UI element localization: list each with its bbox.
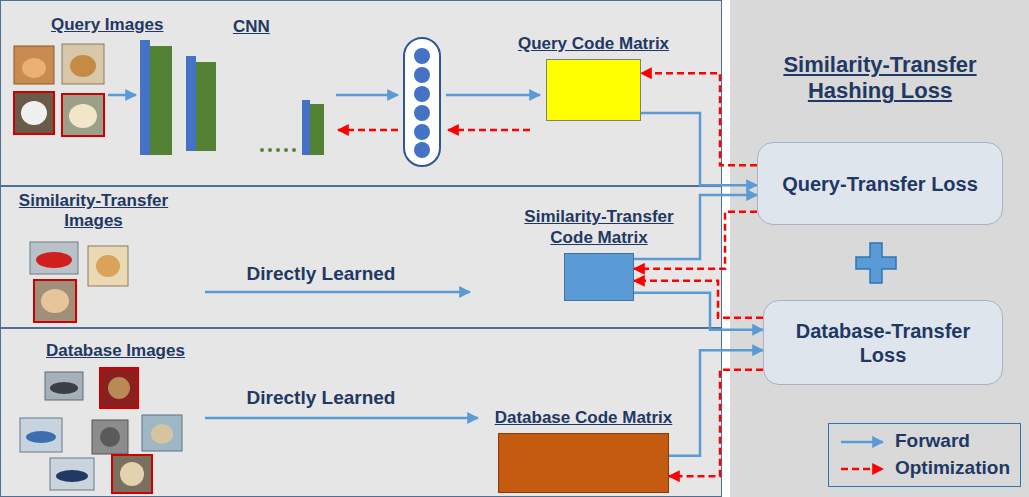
photo-subject (108, 377, 130, 399)
photo-subject (21, 101, 47, 125)
legend-sample (839, 461, 887, 477)
vector-unit (414, 86, 430, 102)
step-label: Directly Learned (216, 263, 426, 286)
legend-sample (839, 434, 887, 450)
forward-arrow (641, 113, 757, 185)
photo (45, 372, 83, 400)
photo-subject (22, 58, 46, 78)
query-images (14, 44, 104, 136)
photo (112, 455, 152, 493)
database-images (20, 368, 182, 493)
vector-unit (414, 48, 430, 64)
cnn-layer (302, 100, 310, 155)
query-band: Query Images CNN Query Code Matrix (0, 0, 722, 186)
legend-label: Forward (895, 430, 970, 453)
cnn-layers (140, 40, 324, 155)
photo (34, 280, 76, 322)
similarity-images (30, 242, 128, 322)
photo-subject (26, 431, 56, 443)
optimization-arrow (448, 129, 530, 132)
forward-arrow (634, 195, 757, 259)
photo (62, 44, 104, 84)
matrix-heading: Similarity-Transfer Code Matrix (514, 207, 684, 248)
vector-outline (404, 38, 440, 166)
photo (100, 368, 138, 408)
ellipsis-dot (284, 148, 288, 152)
photo (30, 242, 78, 274)
forward-arrow (205, 291, 470, 294)
photo-subject (69, 104, 97, 128)
photo-subject (56, 470, 88, 482)
optimization-arrow (634, 281, 763, 318)
similarity-band: Similarity-Transfer ImagesDirectly Learn… (0, 186, 722, 328)
vector-unit (414, 142, 430, 158)
photo-subject (120, 462, 144, 486)
optimization-arrow (634, 212, 757, 269)
optimization-arrow (338, 129, 398, 132)
plus-sign (856, 243, 896, 283)
photo (92, 420, 128, 454)
query-code-matrix: Query Code Matrix (546, 59, 641, 121)
step-label: Directly Learned (216, 387, 426, 410)
database-band: Database ImagesDirectly LearnedDatabase … (0, 328, 722, 497)
similarity-code-matrix: Similarity-Transfer Code Matrix (564, 253, 634, 301)
photo (14, 46, 54, 84)
band-heading: Similarity-Transfer Images (1, 191, 186, 232)
photo (14, 92, 54, 134)
forward-arrow (336, 94, 398, 97)
photo-subject (41, 289, 69, 313)
legend-label: Optimization (895, 457, 1010, 480)
photo (50, 458, 94, 490)
matrix-heading: Database Code Matrix (474, 408, 694, 428)
legend-box: ForwardOptimization (828, 423, 1021, 487)
photo-subject (96, 255, 120, 277)
loss-box: Query-Transfer Loss (757, 142, 1003, 225)
cnn-layer (310, 104, 324, 155)
loss-box: Database-Transfer Loss (763, 300, 1003, 385)
photo-subject (70, 55, 96, 77)
cnn-layer (140, 40, 150, 155)
photo-subject (151, 424, 173, 444)
cnn-label: CNN (233, 17, 270, 37)
forward-arrow (446, 94, 540, 97)
photo (88, 246, 128, 286)
ellipsis-dot (292, 148, 296, 152)
pipeline-arrows (108, 95, 540, 418)
panel-title: Similarity-Transfer Hashing Loss (750, 52, 1010, 105)
optimization-arrow (669, 370, 763, 477)
legend-sample-line (841, 467, 883, 470)
ellipsis-dot (268, 148, 272, 152)
forward-arrow (205, 417, 478, 420)
band-heading: Query Images (51, 15, 163, 35)
ellipsis-dot (260, 148, 264, 152)
legend-sample-line (841, 440, 883, 443)
forward-arrow (108, 94, 136, 97)
ellipsis-dot (276, 148, 280, 152)
vector-unit (414, 124, 430, 140)
forward-arrow (669, 350, 763, 456)
band-heading: Database Images (46, 341, 185, 361)
cnn-layer (196, 62, 216, 151)
matrix-heading: Query Code Matrix (494, 34, 694, 54)
vector-unit (414, 67, 430, 83)
photo (62, 94, 104, 136)
photo (142, 415, 182, 451)
feature-vector (404, 38, 440, 166)
cnn-layer (186, 56, 196, 151)
vector-unit (414, 105, 430, 121)
loss-label: Database-Transfer Loss (791, 319, 976, 367)
forward-arrow (634, 293, 763, 330)
cnn-layer (150, 46, 172, 155)
loss-label: Query-Transfer Loss (782, 172, 978, 196)
photo-subject (50, 382, 78, 394)
photo-subject (100, 427, 120, 447)
photo (20, 418, 62, 452)
photo-subject (36, 252, 72, 268)
database-code-matrix: Database Code Matrix (498, 433, 669, 493)
optimization-arrow (641, 73, 757, 165)
